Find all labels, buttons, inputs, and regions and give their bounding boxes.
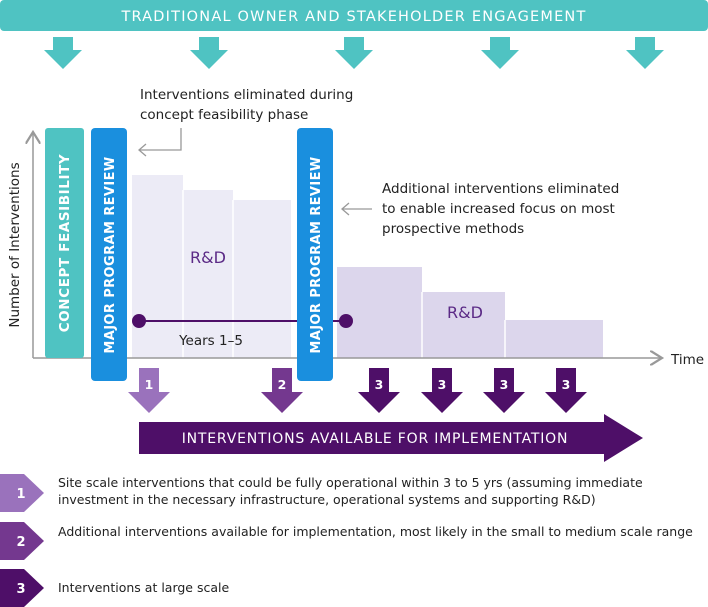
major-review-label-2: MAJOR PROGRAM REVIEW (309, 156, 324, 353)
svg-text:2: 2 (16, 535, 25, 550)
legend-text-3: Interventions at large scale (58, 580, 230, 595)
major-review-column-1 (91, 128, 127, 381)
marker-arrow-2: 2 (261, 368, 303, 413)
marker-arrow-3a: 3 (358, 368, 400, 413)
legend-chevron-2: 2 (0, 522, 44, 560)
teal-down-arrow-1 (44, 37, 82, 69)
additional-elimination-note: Additional interventions eliminated to e… (382, 181, 624, 237)
interventions-block-1b (183, 190, 233, 358)
legend-chevron-1: 1 (0, 474, 44, 512)
x-axis-label: Time (670, 352, 704, 368)
engagement-banner (0, 0, 708, 31)
teal-down-arrow-3 (335, 37, 373, 69)
additional-elimination-pointer-head (341, 202, 350, 216)
y-axis-label: Number of Interventions (7, 162, 23, 327)
major-review-label-1: MAJOR PROGRAM REVIEW (103, 156, 118, 353)
legend-text-1: Site scale interventions that could be f… (58, 475, 643, 507)
engagement-banner-label: TRADITIONAL OWNER AND STAKEHOLDER ENGAGE… (120, 9, 586, 25)
concept-feasibility-column (45, 128, 84, 358)
legend-chevron-3: 3 (0, 569, 44, 607)
concept-elimination-pointer-head (138, 143, 147, 157)
rd-label-2: R&D (447, 303, 483, 322)
svg-text:3: 3 (375, 377, 384, 392)
years-end-dot (339, 314, 353, 328)
marker-arrow-3c: 3 (483, 368, 525, 413)
interventions-block-2a (337, 267, 422, 358)
svg-text:2: 2 (278, 377, 287, 392)
svg-text:1: 1 (16, 487, 25, 502)
interventions-block-1c (233, 200, 291, 358)
years-start-dot (132, 314, 146, 328)
svg-text:1: 1 (145, 377, 154, 392)
implementation-arrow (139, 414, 643, 462)
marker-arrow-3d: 3 (545, 368, 587, 413)
teal-down-arrow-2 (190, 37, 228, 69)
marker-arrow-3b: 3 (421, 368, 463, 413)
implementation-arrow-label: INTERVENTIONS AVAILABLE FOR IMPLEMENTATI… (182, 431, 569, 447)
interventions-block-2c (505, 320, 603, 358)
major-review-column-2 (297, 128, 333, 381)
concept-elimination-note: Interventions eliminated during concept … (140, 87, 358, 123)
legend-text-2: Additional interventions available for i… (58, 524, 693, 539)
marker-arrow-1: 1 (128, 368, 170, 413)
years-label: Years 1–5 (178, 333, 243, 349)
concept-elimination-pointer (139, 128, 182, 151)
svg-text:3: 3 (562, 377, 571, 392)
teal-down-arrow-4 (481, 37, 519, 69)
teal-down-arrow-5 (626, 37, 664, 69)
svg-text:3: 3 (438, 377, 447, 392)
rd-label-1: R&D (190, 248, 226, 267)
interventions-block-2b (422, 292, 505, 358)
interventions-block-1a (132, 175, 183, 358)
svg-text:3: 3 (16, 582, 25, 597)
svg-text:3: 3 (500, 377, 509, 392)
concept-feasibility-label: CONCEPT FEASIBILITY (57, 154, 73, 333)
